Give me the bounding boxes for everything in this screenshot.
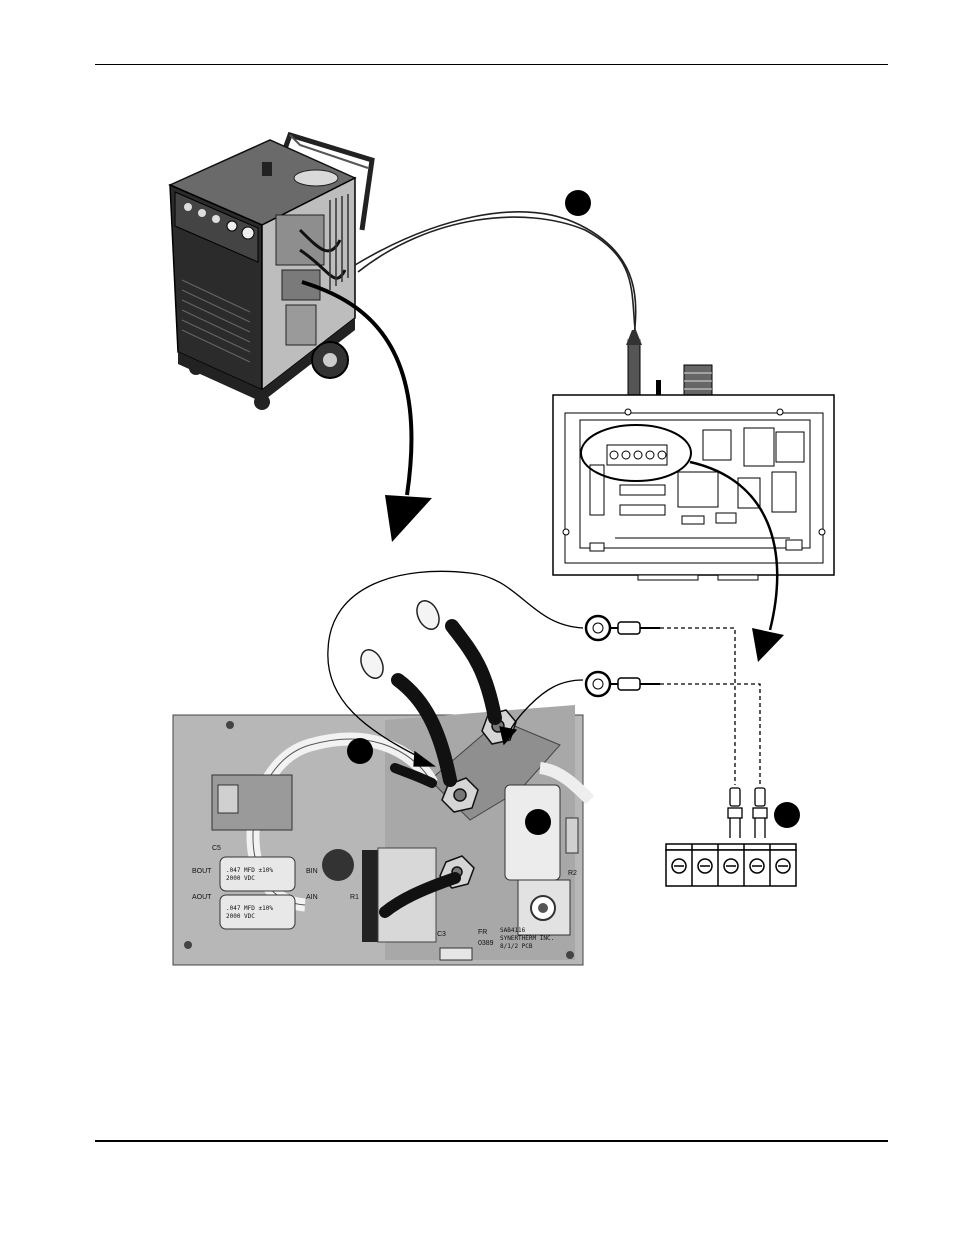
terminal-strip	[665, 843, 797, 887]
board-label-aout: AOUT	[192, 894, 212, 901]
capacitor-rating-1: .047 MFD ±10%	[226, 867, 273, 874]
board-label-r1: R1	[350, 894, 359, 901]
arrow-to-terminal-strip	[689, 460, 784, 662]
ring-lug-lower	[584, 670, 660, 698]
board-label-c3: C3	[437, 931, 446, 938]
callout-3	[525, 809, 551, 835]
callout-4	[774, 802, 800, 828]
callouts	[347, 190, 800, 835]
capacitor-rating-4: 2000 VDC	[226, 913, 255, 920]
board-label-company-1: SAB4116	[500, 927, 526, 934]
board-label-fr: FR	[478, 929, 487, 936]
capacitor-rating-3: .047 MFD ±10%	[226, 905, 273, 912]
spade-terminals	[727, 787, 768, 838]
power-source-unit	[168, 131, 375, 410]
control-box	[552, 330, 835, 581]
callout-2	[347, 738, 373, 764]
dashed-leads	[660, 627, 761, 785]
board-label-ain: AIN	[306, 894, 318, 901]
footer-rule	[95, 1140, 888, 1142]
board-label-company-2: SYNERTHERM INC.	[500, 935, 554, 942]
board-label-fr-code: 0389	[478, 940, 494, 947]
callout-1	[565, 190, 591, 216]
header-rule	[95, 64, 888, 65]
board-label-company-3: 8/1/2 PCB	[500, 943, 533, 950]
arrow-to-filter-board	[301, 280, 432, 542]
lead-connection-lines	[327, 570, 584, 767]
capacitor-rating-2: 2000 VDC	[226, 875, 255, 882]
twisted-lead	[354, 211, 639, 353]
board-label-r2: R2	[568, 870, 577, 877]
board-label-bout: BOUT	[192, 868, 212, 875]
ring-lug-upper	[584, 614, 660, 642]
board-label-bin: BIN	[306, 868, 318, 875]
filter-board: BOUT AOUT BIN AIN C5 R1 R2 C3 FR 0389 SA…	[172, 600, 595, 966]
board-label-c5: C5	[212, 845, 221, 852]
